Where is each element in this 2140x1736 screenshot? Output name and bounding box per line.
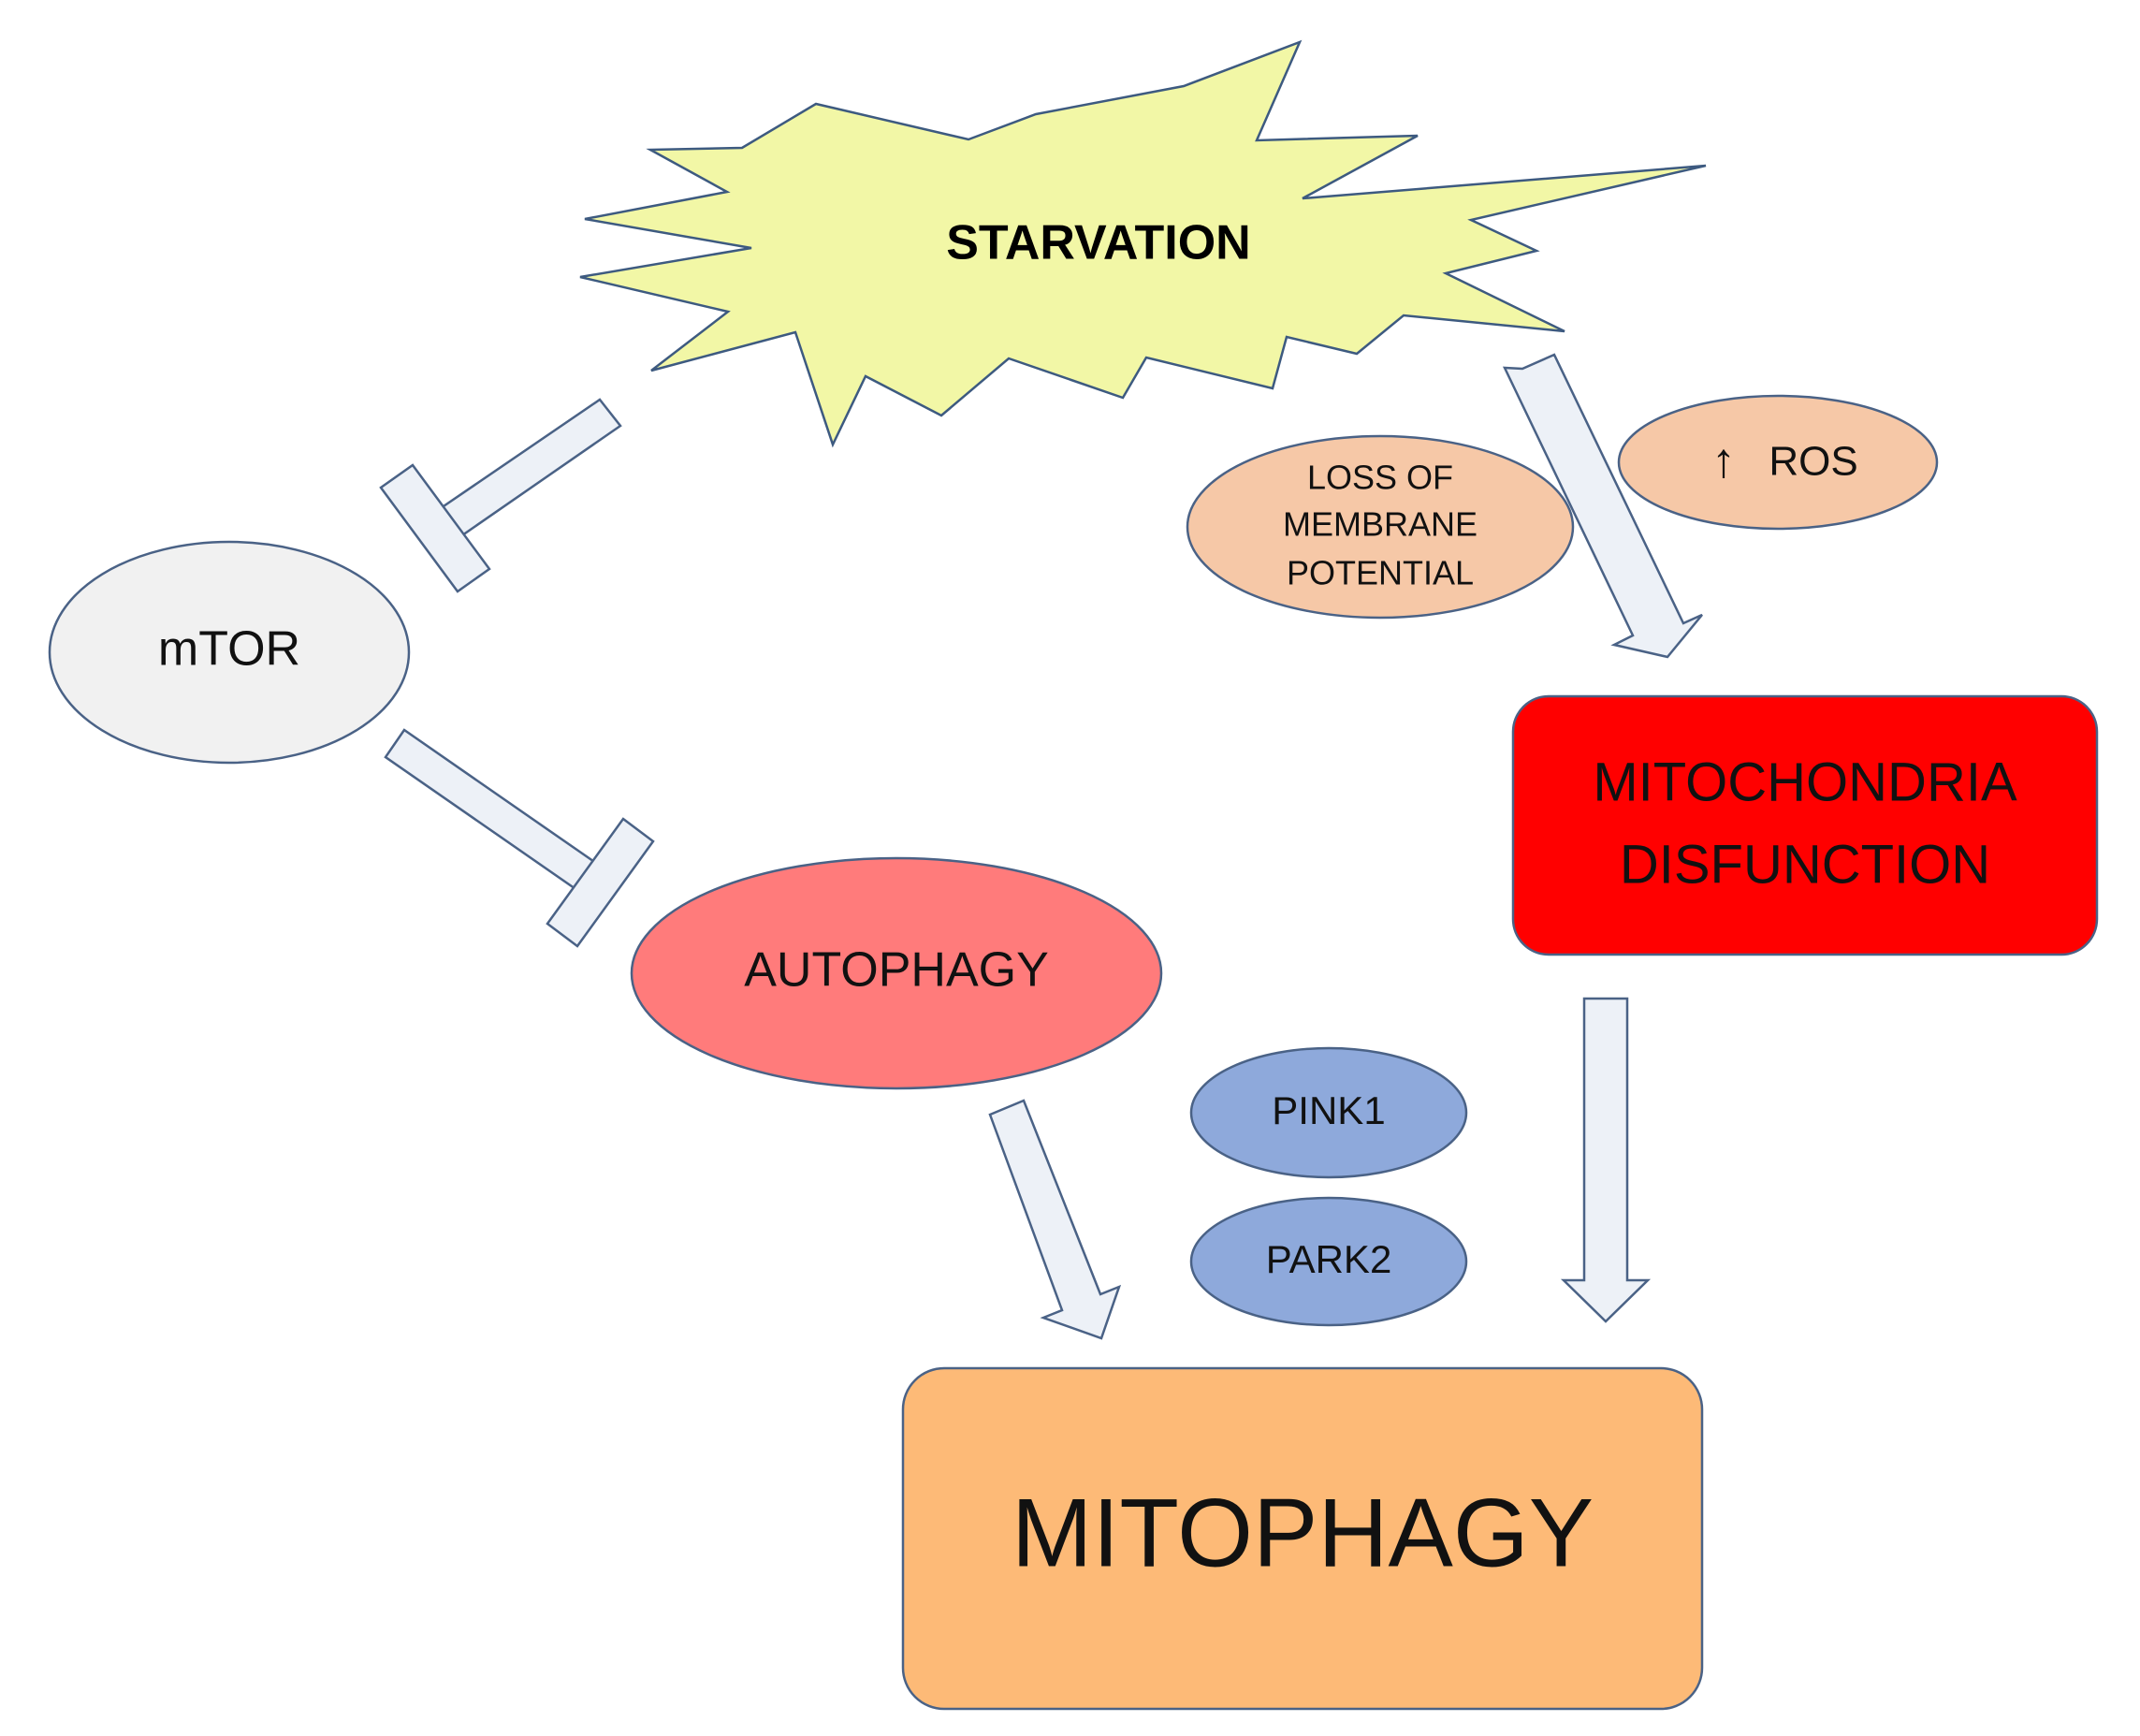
autophagy-label: AUTOPHAGY [744, 943, 1049, 998]
autophagy-ellipse [630, 856, 1163, 1090]
mitophagy-label: MITOPHAGY [1012, 1479, 1594, 1587]
pink1-label: PINK1 [1272, 1088, 1385, 1132]
inhibition-stem-starvation-mtor [439, 398, 622, 537]
park2-ellipse [1189, 1196, 1468, 1327]
arrow-autophagy-to-mitophagy [988, 1099, 1122, 1340]
pink1-node: PINK1 [1189, 1046, 1468, 1179]
loss-membrane-potential-node: LOSS OF MEMBRANE POTENTIAL [1186, 434, 1575, 620]
loss-membrane-potential-line-3: POTENTIAL [1287, 554, 1474, 592]
arrow-starvation-to-mitochondria [1502, 353, 1703, 659]
mitochondria-disfunction-box [1511, 694, 2099, 956]
loss-membrane-potential-line-1: LOSS OF [1307, 459, 1453, 497]
mitochondria-disfunction-line-2: DISFUNCTION [1620, 834, 1990, 895]
starvation-label: STARVATION [946, 216, 1250, 270]
mitochondria-disfunction-line-1: MITOCHONDRIA [1593, 751, 2017, 812]
ros-up-arrow-icon: ↑ [1711, 434, 1736, 489]
starvation-node: STARVATION [579, 39, 1707, 448]
inhibition-bar-mtor [379, 463, 491, 593]
loss-membrane-potential-ellipse [1186, 434, 1575, 620]
ros-node: ↑ ROS [1617, 394, 1939, 531]
inhibition-stem-mtor-autophagy [384, 728, 602, 895]
mtor-node: mTOR [48, 540, 411, 765]
mitochondria-disfunction-node: MITOCHONDRIA DISFUNCTION [1511, 694, 2099, 956]
pink1-ellipse [1189, 1046, 1468, 1179]
mitophagy-box [901, 1366, 1704, 1711]
ros-label: ROS [1769, 439, 1857, 485]
starvation-burst-shape [579, 39, 1707, 448]
autophagy-node: AUTOPHAGY [630, 856, 1163, 1090]
inhibition-mtor-autophagy [384, 728, 655, 948]
arrow-mitochondria-to-mitophagy [1560, 997, 1652, 1323]
mtor-ellipse [48, 540, 411, 765]
mtor-label: mTOR [158, 622, 300, 677]
loss-membrane-potential-line-2: MEMBRANE [1283, 505, 1478, 544]
park2-node: PARK2 [1189, 1196, 1468, 1327]
inhibition-starvation-mtor [379, 398, 622, 593]
mitophagy-node: MITOPHAGY [901, 1366, 1704, 1711]
ros-ellipse [1617, 394, 1939, 531]
inhibition-bar-autophagy [546, 817, 655, 948]
park2-label: PARK2 [1266, 1237, 1392, 1281]
